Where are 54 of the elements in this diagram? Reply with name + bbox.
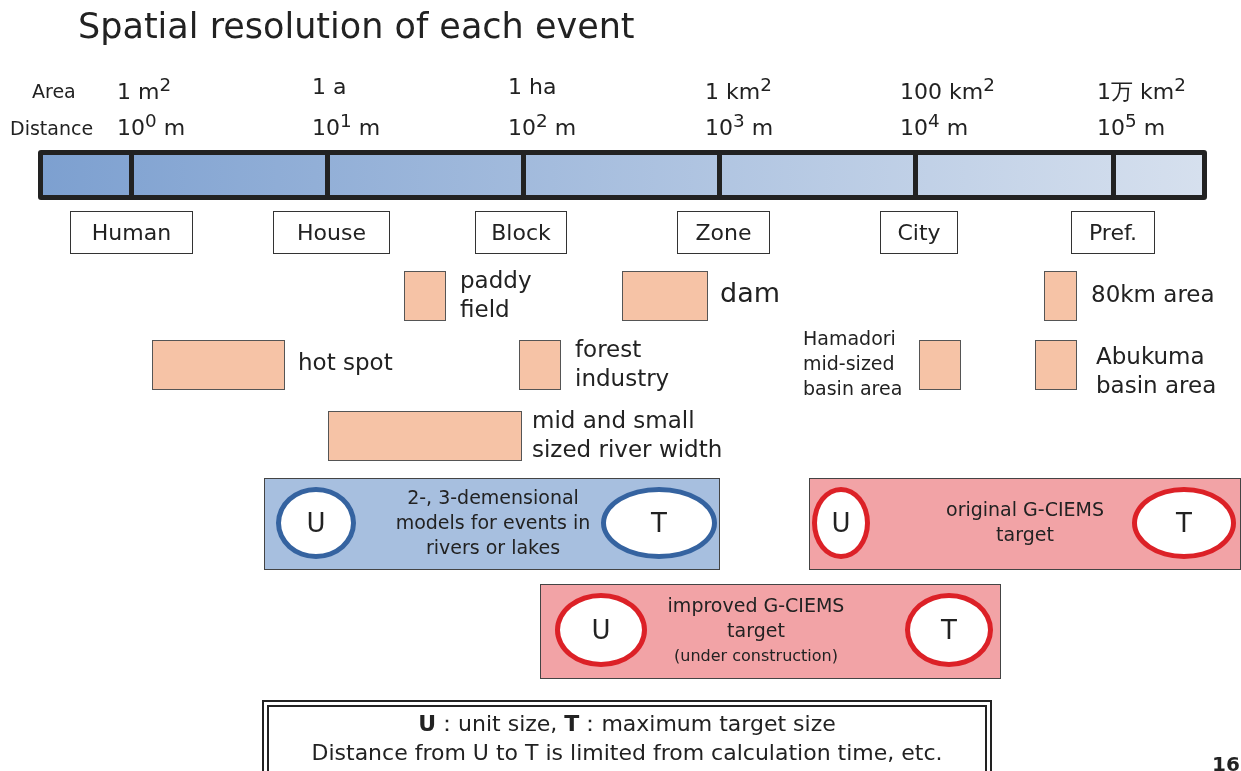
size-ellipse: T — [1132, 487, 1236, 559]
event-label: hot spot — [298, 348, 393, 377]
scale-category-box: Pref. — [1071, 211, 1155, 254]
scale-value: 100 km$^{2}$ — [900, 74, 995, 105]
note-box — [262, 700, 992, 771]
event-label: Abukuma basin area — [1096, 342, 1218, 400]
event-label: paddy field — [460, 266, 533, 324]
size-ellipse: U — [276, 487, 356, 559]
event-label: dam — [720, 278, 780, 307]
scale-category-box: Block — [475, 211, 567, 254]
axis-label: Area — [32, 80, 76, 102]
scale-value: 10$^{3}$ m — [705, 110, 774, 141]
model-range-panel — [264, 478, 720, 570]
size-ellipse: U — [555, 593, 647, 667]
scale-category-box: Human — [70, 211, 193, 254]
event-extent-box — [1044, 271, 1077, 321]
scale-value: 1万 km$^{2}$ — [1097, 74, 1186, 107]
note-text: Distance from U to T is limited from calculation time, etc. — [310, 739, 944, 767]
scale-value: 10$^{0}$ m — [117, 110, 186, 141]
event-extent-box — [919, 340, 961, 390]
scale-value: 1 km$^{2}$ — [705, 74, 772, 105]
event-extent-box — [152, 340, 285, 390]
scale-value: 10$^{1}$ m — [312, 110, 381, 141]
event-extent-box — [519, 340, 561, 390]
event-extent-box — [328, 411, 522, 461]
size-ellipse: T — [601, 487, 717, 559]
title: Spatial resolution of each event — [78, 6, 635, 46]
event-extent-box — [1035, 340, 1077, 390]
scale-category-box: House — [273, 211, 390, 254]
scale-value: 1 a — [312, 74, 347, 99]
scale-value: 1 m$^{2}$ — [117, 74, 172, 105]
event-extent-box — [622, 271, 708, 321]
event-label: 80km area — [1091, 280, 1215, 309]
scale-value: 10$^{5}$ m — [1097, 110, 1166, 141]
model-note: (under construction) — [673, 645, 839, 667]
scale-value: 1 ha — [508, 74, 557, 99]
scale-category-box: City — [880, 211, 958, 254]
model-label: 2-, 3-demensional models for events in rivers or lakes — [394, 485, 592, 560]
event-label: mid and small sized river width — [532, 406, 724, 464]
size-ellipse: T — [905, 593, 993, 667]
model-label: improved G-CIEMS target — [666, 593, 846, 643]
event-label: forest industry — [575, 335, 671, 393]
page-number: 16 — [1212, 752, 1240, 771]
scale-value: 10$^{2}$ m — [508, 110, 577, 141]
model-label: original G-CIEMS target — [945, 497, 1105, 547]
axis-label: Distance — [10, 117, 94, 139]
scale-value: 10$^{4}$ m — [900, 110, 969, 141]
scale-category-box: Zone — [677, 211, 770, 254]
note-text: U：unit size, T：maximum target size — [417, 710, 837, 738]
event-label: Hamadori mid-sized basin area — [803, 326, 904, 401]
model-range-panel — [540, 584, 1001, 679]
size-ellipse: U — [812, 487, 870, 559]
model-range-panel — [809, 478, 1241, 570]
event-extent-box — [404, 271, 446, 321]
